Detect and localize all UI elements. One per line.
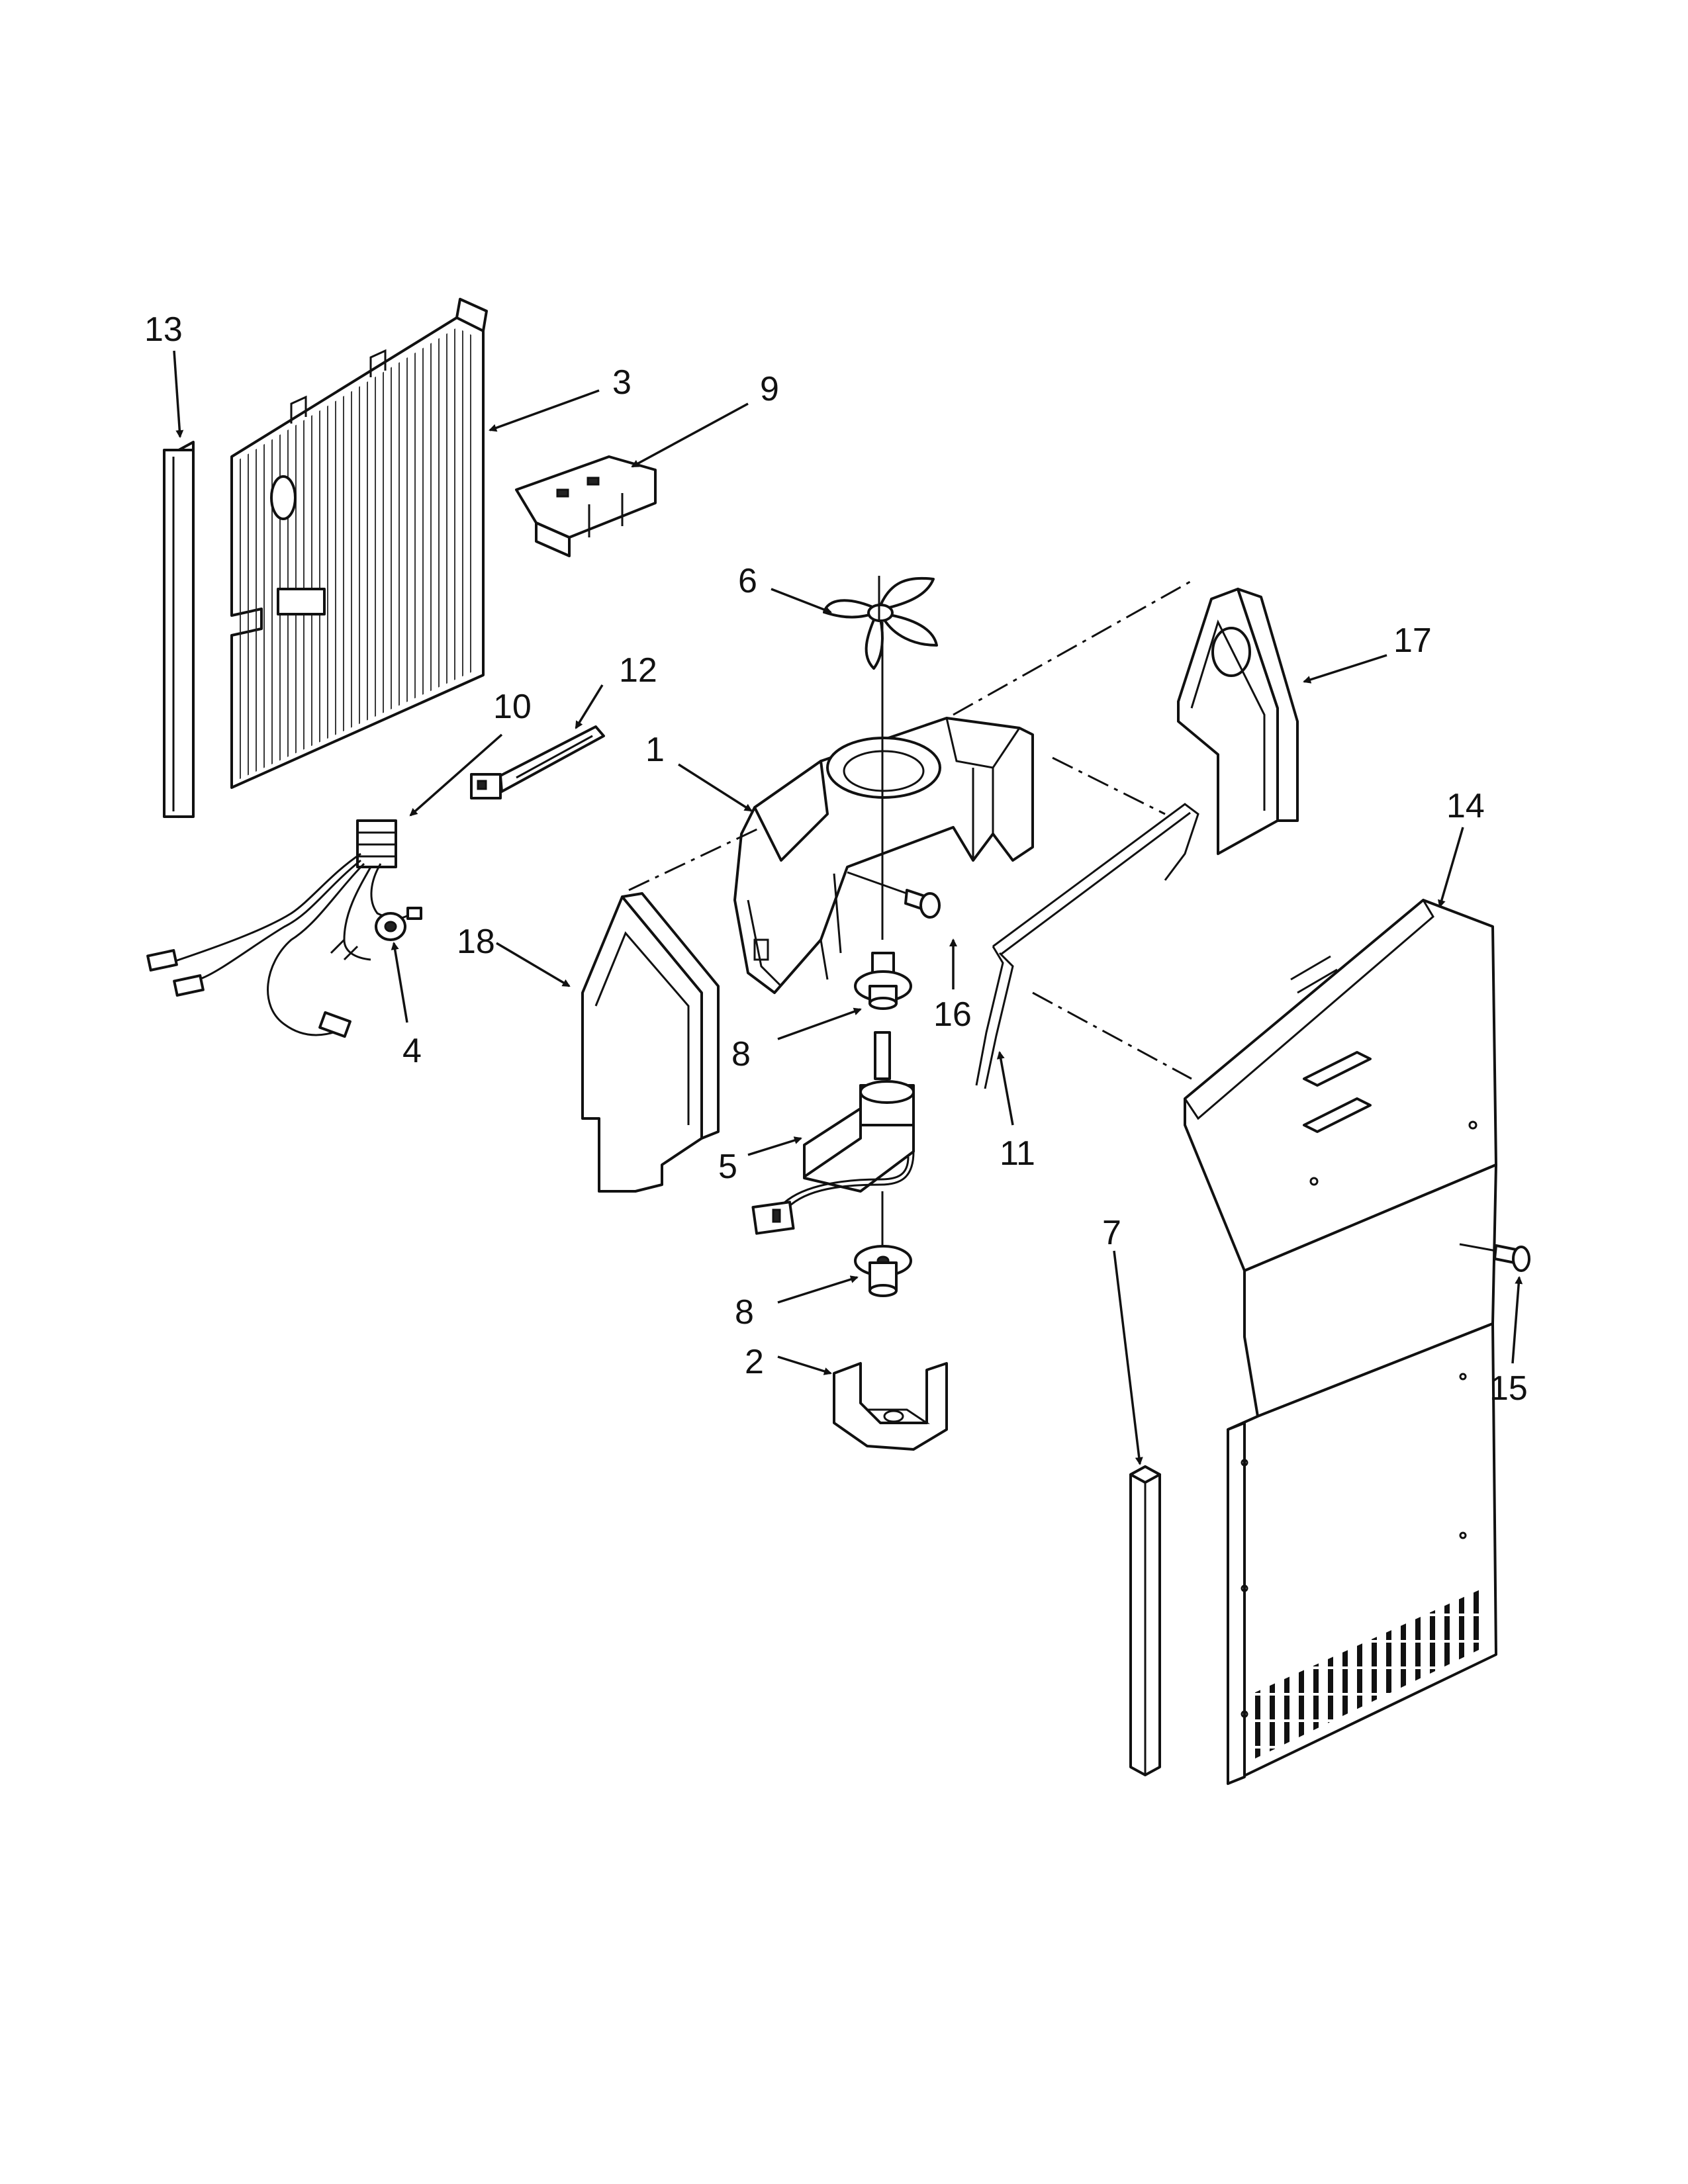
callout-labels: 13 3 9 6 17 12 10 1 14 18 4 16 8 11 5 7 … <box>144 310 1528 1408</box>
callout-15: 15 <box>1489 1369 1528 1408</box>
part-16-screw <box>847 871 941 919</box>
part-4-wire-harness <box>146 852 422 1038</box>
callout-13: 13 <box>144 310 183 349</box>
part-13-gasket-strip <box>163 441 195 818</box>
callout-11: 11 <box>1000 1134 1035 1173</box>
part-15-screw <box>1459 1243 1530 1272</box>
callout-5: 5 <box>718 1148 737 1186</box>
callout-16: 16 <box>933 995 972 1034</box>
part-3-evaporator-cover <box>230 298 488 789</box>
callout-4: 4 <box>402 1032 422 1070</box>
callout-1: 1 <box>645 731 665 769</box>
part-6-fan-blade <box>823 576 938 670</box>
part-8-upper-grommet <box>854 952 912 1010</box>
callout-2: 2 <box>745 1343 764 1381</box>
part-9-bracket <box>515 455 657 557</box>
callout-9: 9 <box>760 370 779 408</box>
callout-10: 10 <box>493 688 532 726</box>
part-17-right-duct <box>1177 588 1299 855</box>
callout-12: 12 <box>619 651 657 690</box>
callout-17: 17 <box>1393 621 1432 660</box>
callout-14: 14 <box>1446 787 1485 825</box>
part-18-left-duct <box>581 892 720 1193</box>
callout-8-upper: 8 <box>731 1035 751 1073</box>
part-8-lower-grommet <box>854 1191 912 1297</box>
part-12-cable-tie <box>470 725 605 799</box>
callout-3: 3 <box>612 363 632 402</box>
part-11-wire-retainer <box>975 803 1199 1089</box>
part-10-harness-connector <box>356 819 397 868</box>
part-2-motor-bracket <box>833 1362 948 1451</box>
part-14-rear-cover <box>1184 898 1497 1785</box>
leader-lines <box>173 350 1523 1465</box>
callout-6: 6 <box>738 562 757 600</box>
callout-18: 18 <box>457 923 495 961</box>
callout-7: 7 <box>1102 1214 1121 1252</box>
part-7-seal-strip <box>1129 1465 1161 1776</box>
part-1-fan-shroud <box>733 717 1034 994</box>
part-5-fan-motor <box>751 1031 915 1235</box>
alignment-lines <box>628 578 1196 1080</box>
callout-8-lower: 8 <box>735 1293 754 1332</box>
